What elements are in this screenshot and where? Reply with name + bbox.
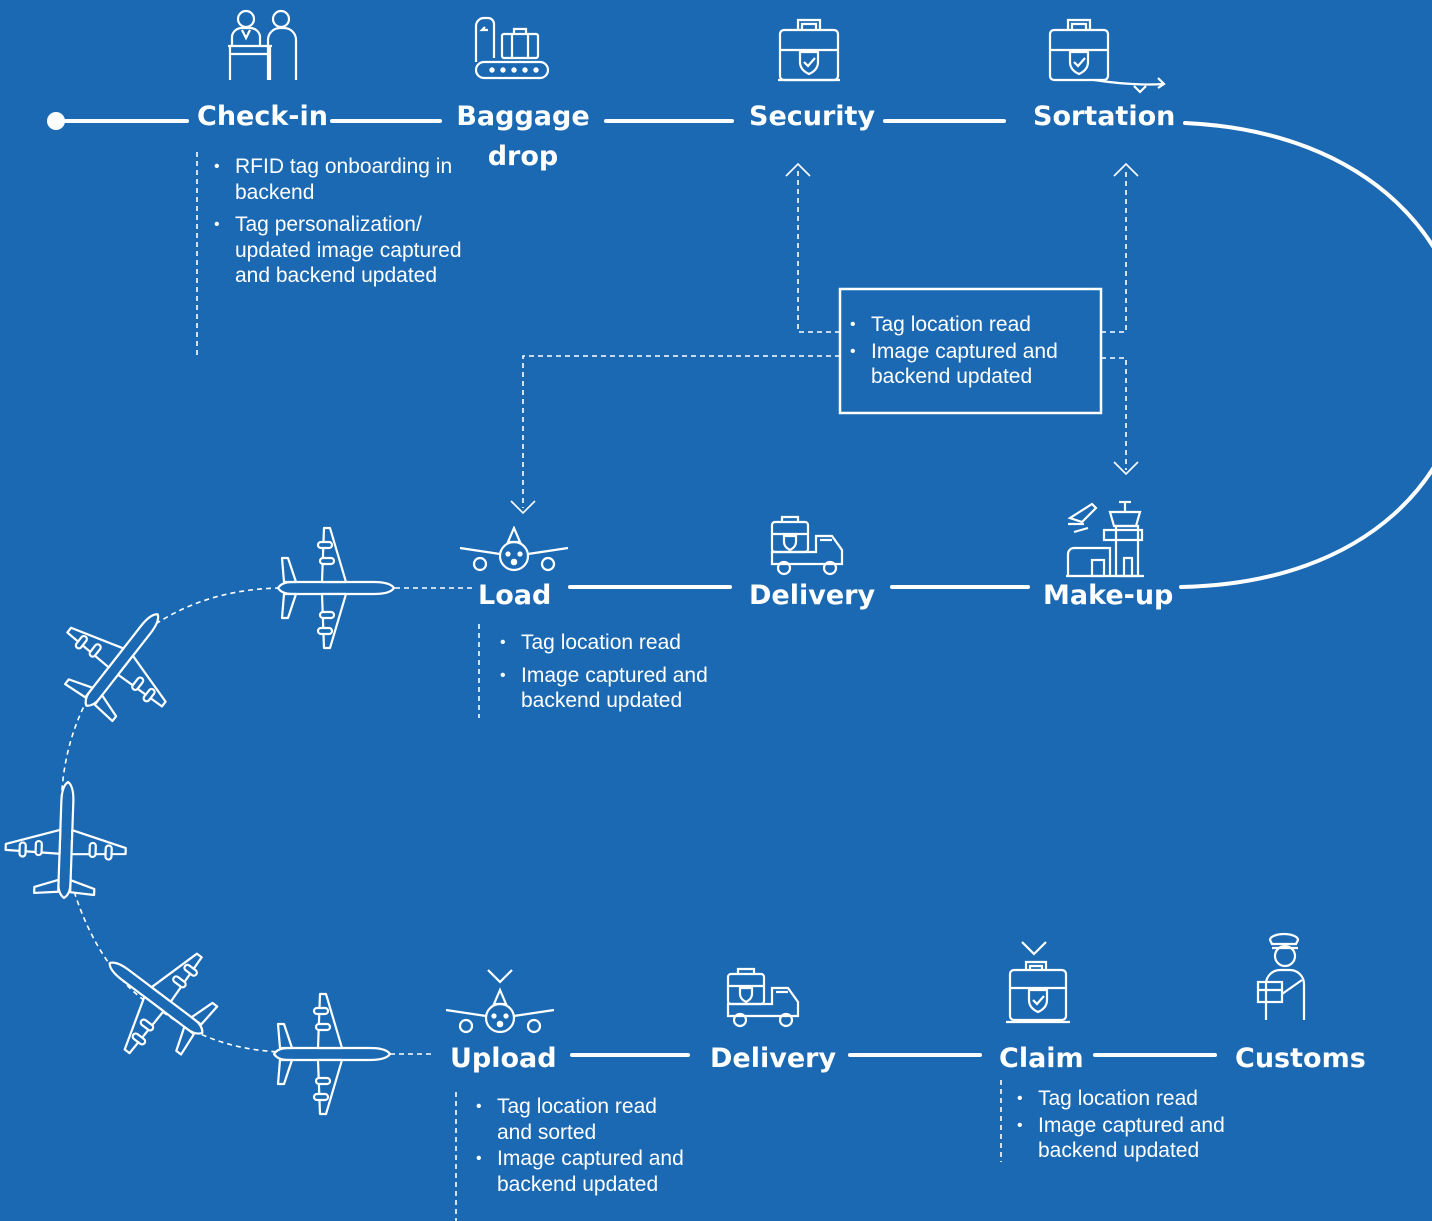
airplane-top-icon bbox=[272, 992, 392, 1116]
step-delivery-arrival: Delivery bbox=[710, 1043, 837, 1074]
airplane-top-icon bbox=[37, 576, 207, 744]
check-in-desk-icon bbox=[228, 9, 298, 80]
note-item: RFID tag onboarding in backend bbox=[214, 154, 465, 205]
step-upload: Upload bbox=[450, 1043, 557, 1074]
airplane-top-icon bbox=[276, 526, 396, 650]
step-claim: Claim bbox=[999, 1043, 1084, 1074]
airplane-front-icon bbox=[445, 969, 555, 1034]
baggage-sort-icon bbox=[1048, 18, 1166, 94]
step-make-up: Make-up bbox=[1043, 580, 1174, 611]
airplane-top-icon bbox=[72, 914, 240, 1082]
secure-baggage-icon bbox=[778, 18, 840, 82]
note-item: Tag location read bbox=[850, 312, 1121, 338]
baggage-conveyor-icon bbox=[474, 16, 550, 80]
airplane-front-icon bbox=[459, 526, 569, 572]
baggage-truck-icon bbox=[726, 967, 800, 1028]
load-notes: Tag location read Image captured and bac… bbox=[499, 630, 761, 721]
step-sortation: Sortation bbox=[1033, 101, 1176, 132]
connector-curve bbox=[1179, 121, 1432, 589]
claim-notes: Tag location read Image captured and bac… bbox=[1016, 1086, 1288, 1165]
note-item: Tag personalization/ updated image captu… bbox=[214, 212, 465, 289]
airplane-top-icon bbox=[2, 778, 130, 902]
note-item: Tag location read bbox=[500, 630, 761, 656]
note-item: Image captured and backend updated bbox=[1017, 1113, 1288, 1164]
note-item: Image captured and backend updated bbox=[476, 1146, 697, 1197]
note-item: Image captured and backend updated bbox=[850, 339, 1121, 390]
step-load: Load bbox=[478, 580, 552, 611]
note-item: Tag location read bbox=[1017, 1086, 1288, 1112]
note-item: Tag location read and sorted bbox=[476, 1094, 697, 1145]
step-baggage-drop: Baggage drop bbox=[456, 101, 590, 172]
check-in-notes: RFID tag onboarding in backend Tag perso… bbox=[213, 154, 465, 296]
step-check-in: Check-in bbox=[197, 101, 328, 132]
control-tower-icon bbox=[1066, 500, 1144, 578]
note-item: Image captured and backend updated bbox=[500, 663, 761, 714]
upload-notes: Tag location read and sorted Image captu… bbox=[475, 1094, 697, 1198]
baggage-truck-icon bbox=[770, 515, 844, 576]
step-customs: Customs bbox=[1235, 1043, 1366, 1074]
baggage-claim-icon bbox=[1006, 941, 1070, 1024]
customs-officer-icon bbox=[1256, 932, 1306, 1020]
security-sortation-notes: Tag location read Image captured and bac… bbox=[849, 312, 1121, 391]
step-delivery: Delivery bbox=[749, 580, 876, 611]
step-security: Security bbox=[749, 101, 876, 132]
